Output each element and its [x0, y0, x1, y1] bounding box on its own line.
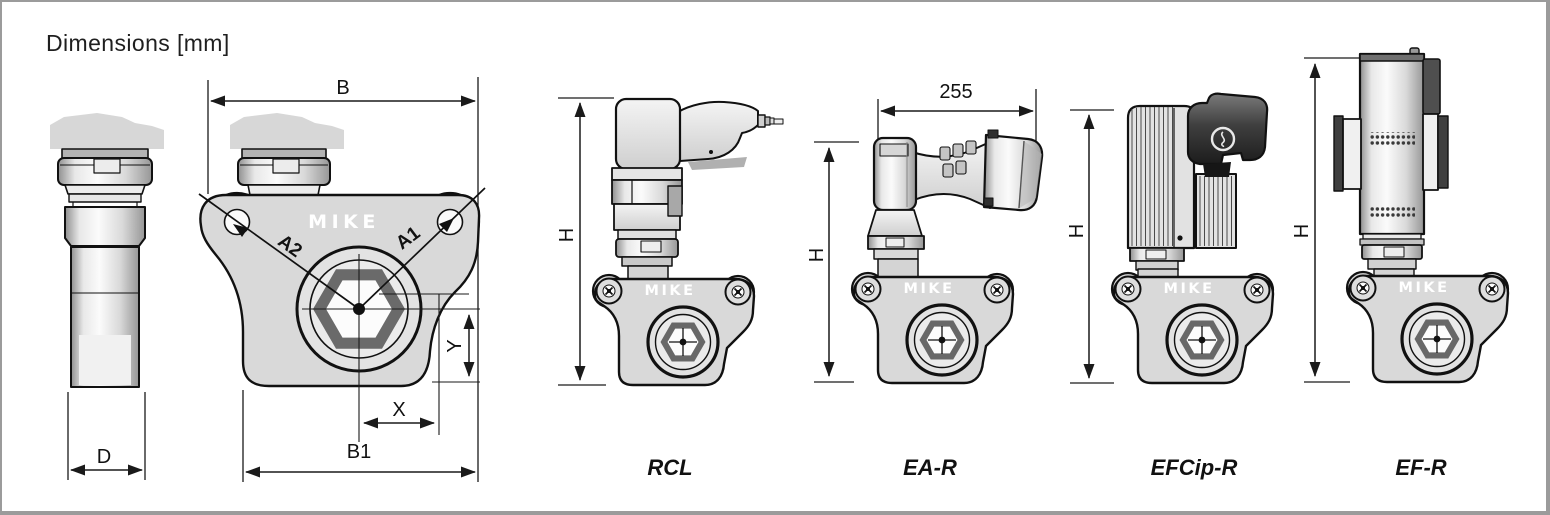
figure-ea-r: 255 H: [806, 81, 1044, 480]
gear-housing: [1359, 233, 1425, 280]
battery-tool-body: [872, 129, 1044, 212]
brand-roundel-icon: [1210, 126, 1236, 152]
vent-dots: [1370, 205, 1415, 218]
electric-tool-body: [1126, 92, 1269, 250]
dim-label-x: X: [392, 399, 405, 421]
gear-housing: [867, 209, 925, 280]
dimension-h: H: [556, 97, 614, 386]
figure-label-efcip-r: EFCip-R: [1151, 455, 1238, 480]
dim-label-h: H: [1066, 224, 1088, 238]
figure-side-view: D: [50, 113, 164, 480]
dimension-y: Y: [432, 314, 480, 383]
dim-label-h: H: [806, 248, 828, 262]
figure-label-rcl: RCL: [647, 455, 692, 480]
dim-label-y: Y: [444, 339, 466, 352]
dimension-d: D: [67, 392, 146, 480]
dimension-b: B: [207, 77, 479, 482]
reaction-head: [591, 273, 756, 387]
reaction-head: [1110, 271, 1275, 385]
ghost-fixture: [230, 113, 344, 149]
spindle-body: [1333, 47, 1449, 236]
page-title: Dimensions [mm]: [46, 30, 230, 56]
reaction-head: [1345, 270, 1510, 384]
mount-bracket: [1437, 115, 1449, 189]
vent-dots: [1370, 132, 1415, 145]
figure-front-view: B MIKE: [198, 77, 486, 482]
gear-housing: [1129, 247, 1185, 281]
figure-rcl: H: [556, 97, 784, 480]
mount-bracket: [1342, 118, 1362, 190]
gear-housing: [611, 167, 683, 282]
figure-label-ea-r: EA-R: [903, 455, 957, 480]
mount-bracket: [1333, 115, 1344, 192]
arrowhead: [439, 218, 454, 232]
dimension-x: X: [363, 294, 440, 435]
dim-label-h: H: [556, 228, 578, 242]
pneumatic-tool-body: [614, 97, 784, 171]
brand-logo-text: MIKE: [308, 211, 380, 233]
figure-ef-r: H EF-R: [1291, 47, 1510, 480]
swivel-collar: [237, 148, 331, 196]
trigger: [1203, 162, 1231, 177]
figure-efcip-r: H EF: [1066, 92, 1275, 480]
dim-label-b: B: [336, 77, 349, 99]
swivel-collar: [57, 148, 153, 207]
mount-bracket: [1422, 113, 1439, 191]
dim-label-h: H: [1291, 224, 1313, 238]
air-inlet-icon: [757, 114, 766, 128]
cable-module: [1422, 58, 1441, 115]
dim-label-b1: B1: [347, 441, 371, 463]
dimension-h: H: [1291, 57, 1362, 383]
dimension-h: H: [1066, 109, 1114, 384]
ghost-fixture: [50, 113, 164, 149]
drive-cylinder: [64, 206, 146, 388]
dim-label-255: 255: [939, 81, 972, 103]
reaction-head: [850, 271, 1015, 385]
figure-label-ef-r: EF-R: [1395, 455, 1446, 480]
arrowhead: [233, 224, 248, 237]
dim-label-d: D: [97, 446, 111, 468]
dimension-b1: B1: [242, 390, 476, 482]
dimension-h: H: [806, 141, 859, 383]
